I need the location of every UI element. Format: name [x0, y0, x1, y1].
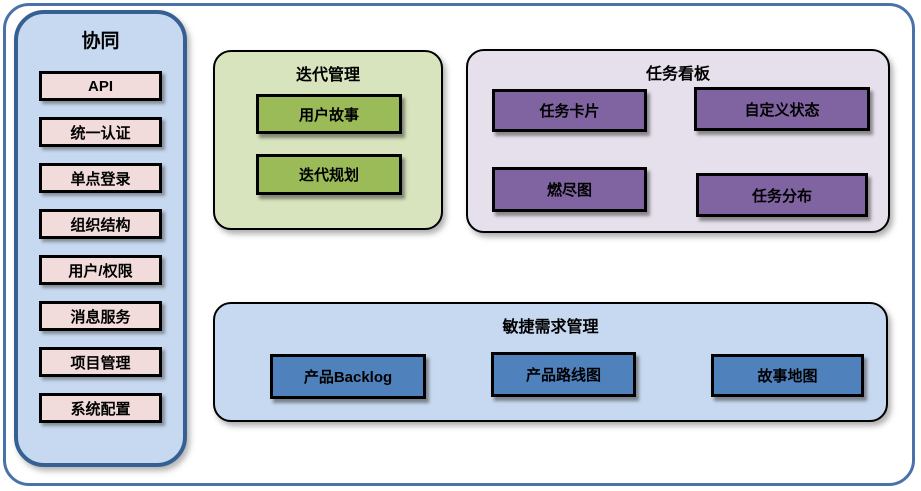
panel-agile-requirements: 敏捷需求管理 产品Backlog 产品路线图 故事地图	[213, 302, 888, 422]
box-user-story: 用户故事	[256, 94, 402, 134]
sidebar-box-sso: 单点登录	[39, 163, 162, 193]
box-task-distribution: 任务分布	[696, 173, 868, 217]
sidebar-box-user-permissions: 用户/权限	[39, 255, 162, 285]
panel-task-board-title: 任务看板	[645, 66, 710, 83]
panel-iteration-title: 迭代管理	[295, 67, 360, 84]
box-custom-status: 自定义状态	[694, 87, 870, 131]
box-burndown-chart: 燃尽图	[492, 167, 647, 212]
sidebar-title: 协同	[81, 31, 120, 52]
sidebar-box-system-config: 系统配置	[39, 393, 162, 423]
panel-task-board: 任务看板 任务卡片 自定义状态 燃尽图 任务分布	[466, 49, 890, 233]
sidebar-box-api: API	[39, 71, 162, 101]
sidebar-box-message-service: 消息服务	[39, 301, 162, 331]
sidebar-box-org-structure: 组织结构	[39, 209, 162, 239]
panel-iteration-management: 迭代管理 用户故事 迭代规划	[213, 50, 443, 230]
box-product-roadmap: 产品路线图	[491, 352, 636, 397]
box-iteration-planning: 迭代规划	[256, 154, 402, 195]
outer-frame	[3, 3, 915, 486]
sidebar-box-unified-auth: 统一认证	[39, 117, 162, 147]
box-task-card: 任务卡片	[492, 89, 647, 132]
sidebar-box-list: API 统一认证 单点登录 组织结构 用户/权限 消息服务 项目管理 系统配置	[39, 71, 162, 423]
sidebar-collaboration: 协同 API 统一认证 单点登录 组织结构 用户/权限 消息服务 项目管理 系统…	[14, 10, 187, 467]
panel-agile-title: 敏捷需求管理	[502, 319, 599, 336]
box-story-map: 故事地图	[711, 354, 864, 397]
sidebar-box-project-management: 项目管理	[39, 347, 162, 377]
box-product-backlog: 产品Backlog	[270, 354, 426, 399]
